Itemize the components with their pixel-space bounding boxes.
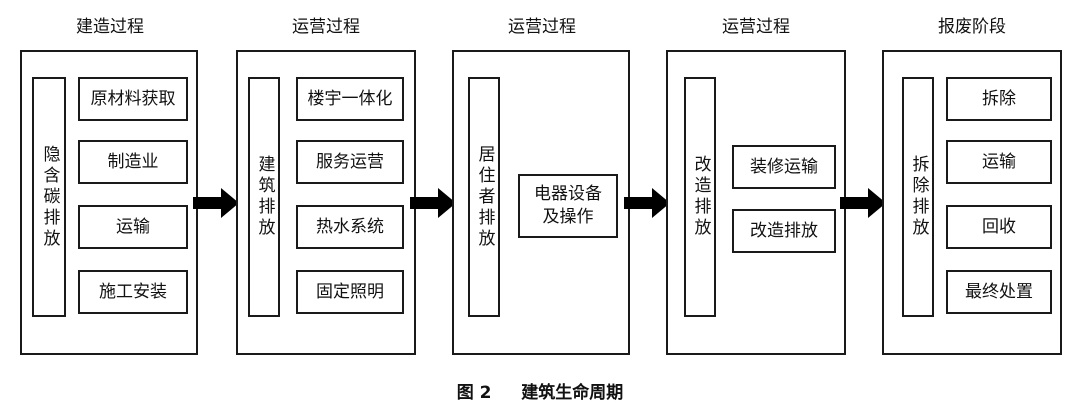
stage-2-side-label-box: 建筑排放 — [248, 77, 280, 317]
figure-title: 建筑生命周期 — [521, 383, 624, 403]
stage-5-side-label-box: 拆除排放 — [902, 77, 934, 317]
stage-1-item-4: 施工安装 — [78, 270, 188, 314]
arrow-right-icon — [410, 188, 456, 218]
stage-4-item-2: 改造排放 — [732, 209, 836, 253]
stage-1-title: 建造过程 — [76, 17, 144, 37]
stage-1-item-3: 运输 — [78, 205, 188, 249]
stage-4-item-1: 装修运输 — [732, 145, 836, 189]
figure-caption: 图 2 建筑生命周期 — [0, 378, 1080, 403]
stage-1-side-label-box: 隐含碳排放 — [32, 77, 66, 317]
stage-2-item-1: 楼宇一体化 — [296, 77, 404, 121]
stage-5-item-1: 拆除 — [946, 77, 1052, 121]
stage-1-item-1: 原材料获取 — [78, 77, 188, 121]
stage-5-item-2: 运输 — [946, 140, 1052, 184]
arrow-right-icon — [624, 188, 670, 218]
stage-4-side-label-box: 改造排放 — [684, 77, 716, 317]
stage-5-title: 报废阶段 — [938, 17, 1006, 37]
stage-1-side-label: 隐含碳排放 — [39, 144, 60, 250]
stage-5-box: 拆除排放 拆除 运输 回收 最终处置 — [882, 50, 1062, 355]
stage-5-item-4: 最终处置 — [946, 270, 1052, 314]
stage-5-item-3: 回收 — [946, 205, 1052, 249]
stage-4-box: 改造排放 装修运输 改造排放 — [666, 50, 846, 355]
stage-2-item-4: 固定照明 — [296, 270, 404, 314]
stage-2-box: 建筑排放 楼宇一体化 服务运营 热水系统 固定照明 — [236, 50, 416, 355]
stage-2-item-2: 服务运营 — [296, 140, 404, 184]
stage-3-side-label: 居住者排放 — [474, 144, 495, 250]
stage-4-side-label: 改造排放 — [690, 155, 711, 239]
stage-3-box: 居住者排放 电器设备 及操作 — [452, 50, 630, 355]
stage-3-item-1: 电器设备 及操作 — [518, 174, 618, 238]
stage-1-item-2: 制造业 — [78, 140, 188, 184]
stage-3-side-label-box: 居住者排放 — [468, 77, 500, 317]
arrow-right-icon — [193, 188, 239, 218]
stage-2-item-3: 热水系统 — [296, 205, 404, 249]
stage-2-side-label: 建筑排放 — [254, 155, 275, 239]
stage-5-side-label: 拆除排放 — [908, 155, 929, 239]
stage-3-title: 运营过程 — [508, 17, 576, 37]
stage-4-title: 运营过程 — [722, 17, 790, 37]
figure-number: 图 2 — [456, 383, 492, 403]
arrow-right-icon — [840, 188, 886, 218]
stage-2-title: 运营过程 — [292, 17, 360, 37]
stage-1-box: 隐含碳排放 原材料获取 制造业 运输 施工安装 — [20, 50, 198, 355]
